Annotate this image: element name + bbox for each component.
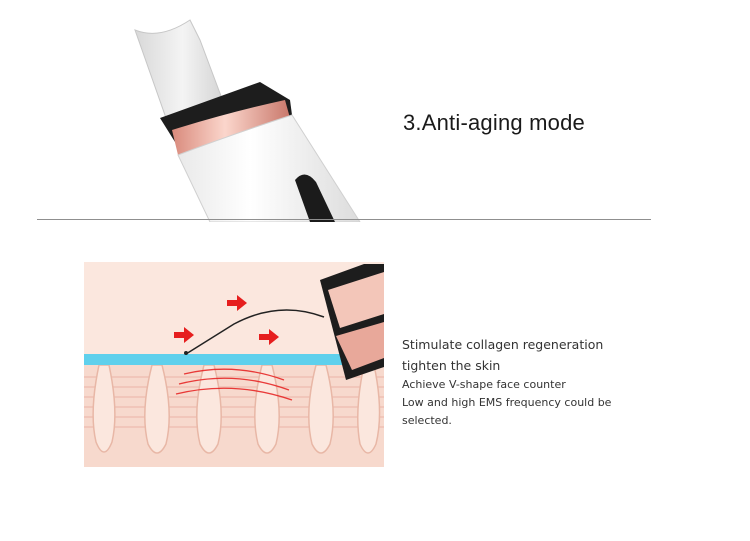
feature-description: Stimulate collagen regeneration tighten … xyxy=(402,334,611,430)
section-divider xyxy=(37,219,651,220)
description-line-4: Low and high EMS frequency could be xyxy=(402,396,612,409)
skin-illustration xyxy=(84,262,384,467)
device-probe-head-icon xyxy=(320,264,384,380)
description-line-5: selected. xyxy=(402,414,452,427)
red-arrow-icon xyxy=(174,295,279,345)
description-line-3: Achieve V-shape face counter xyxy=(402,378,566,391)
skin-scrubber-device-icon xyxy=(134,19,361,222)
red-wave-icon xyxy=(175,368,293,401)
description-line-2: tighten the skin xyxy=(402,358,501,373)
mode-title: 3.Anti-aging mode xyxy=(403,110,585,135)
description-line-1: Stimulate collagen regeneration xyxy=(402,337,604,352)
